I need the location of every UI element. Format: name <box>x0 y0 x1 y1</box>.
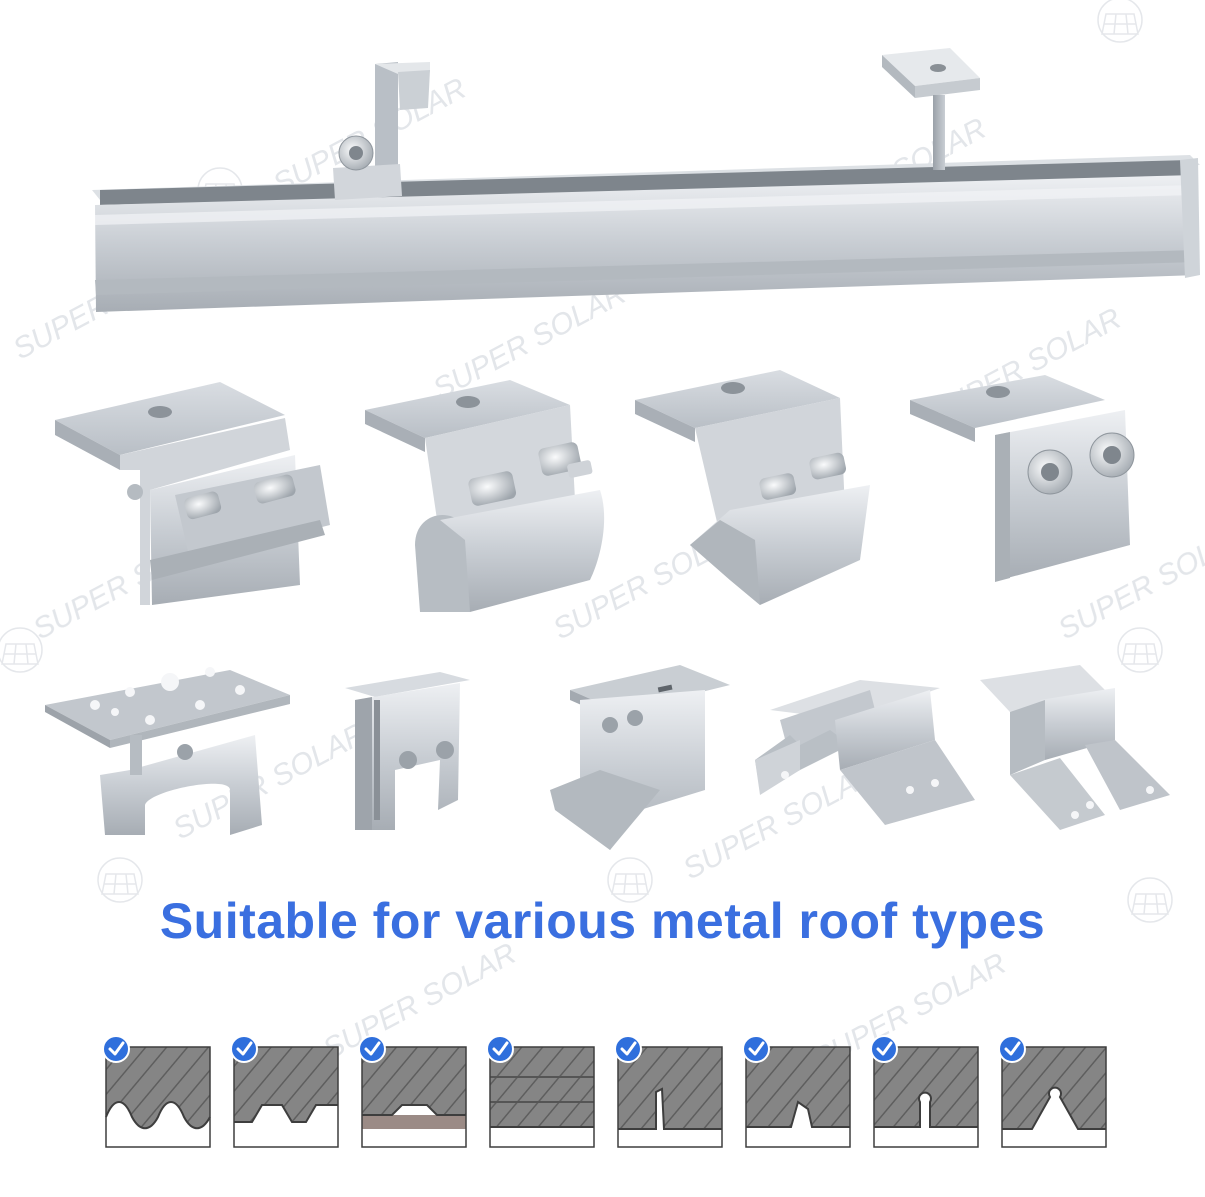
bolt-icon <box>177 744 193 760</box>
narrow-seam-clamp <box>345 672 470 830</box>
bolt-icon <box>399 751 417 769</box>
bolt-icon <box>627 710 643 726</box>
headline: Suitable for various metal roof types <box>159 893 1046 949</box>
checkmark-icon <box>486 1035 514 1063</box>
tile-trapezoid-roof <box>358 1035 467 1148</box>
round-seam-roof <box>870 1035 979 1148</box>
sun-solar-panel-logo <box>97 857 143 903</box>
bulb-seam-roof <box>998 1035 1107 1148</box>
flat-plate-round-clamp <box>45 667 290 835</box>
sun-solar-panel-logo <box>1117 627 1163 673</box>
corrugated-roof <box>102 1035 211 1148</box>
bolt-icon <box>1027 432 1135 495</box>
slate-roof <box>486 1035 595 1148</box>
mid-clamp <box>882 48 980 170</box>
trapezoidal-clamp-double-bolt <box>55 382 330 605</box>
checkmark-icon <box>230 1035 258 1063</box>
trapezoidal-roof <box>230 1035 339 1148</box>
bolt-icon <box>602 717 618 733</box>
checkmark-icon <box>358 1035 386 1063</box>
round-seam-clamp <box>365 380 605 612</box>
l-foot-trapezoid-mount <box>980 665 1170 830</box>
sun-solar-panel-logo <box>1097 0 1143 43</box>
end-clamp <box>333 62 430 200</box>
standing-seam-roof <box>614 1035 723 1148</box>
sun-solar-panel-logo <box>607 857 653 903</box>
checkmark-icon <box>102 1035 130 1063</box>
bolt-icon <box>184 474 296 520</box>
angle-seam-clamp <box>635 370 870 605</box>
mini-rail-trapezoid-mount <box>755 680 975 825</box>
checkmark-icon <box>870 1035 898 1063</box>
checkmark-icon <box>998 1035 1026 1063</box>
angled-seam-clamp-with-plate <box>550 665 730 850</box>
sun-solar-panel-logo <box>1127 877 1173 923</box>
bolt-icon <box>468 442 593 506</box>
bolt-icon <box>436 741 454 759</box>
rail-with-end-and-mid-clamps <box>92 48 1200 312</box>
checkmark-icon <box>614 1035 642 1063</box>
standing-seam-clamp-double-bolt <box>910 375 1135 582</box>
checkmark-icon <box>742 1035 770 1063</box>
bolt-icon <box>759 452 847 500</box>
angle-seam-roof <box>742 1035 851 1148</box>
sun-solar-panel-logo <box>0 627 43 673</box>
